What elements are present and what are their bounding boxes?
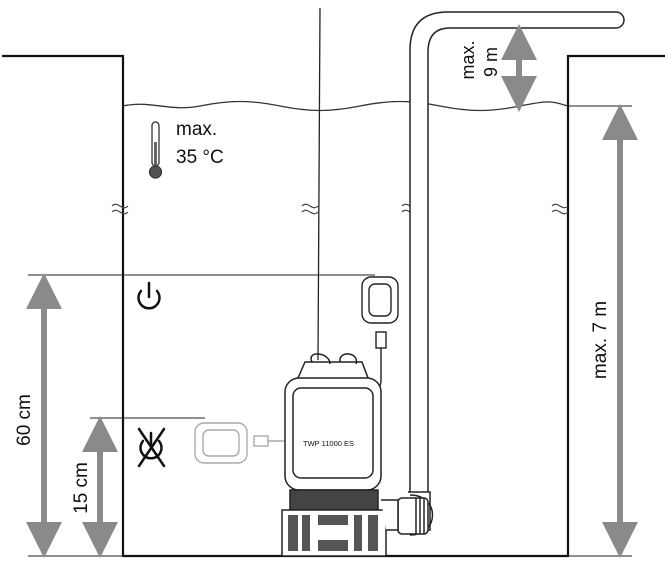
temperature-label-line1: max. [176, 119, 217, 140]
outlet-height-label-line2: 9 m [481, 47, 501, 77]
power-on-icon [137, 281, 161, 310]
switch-off-level-label: 15 cm [71, 462, 92, 514]
discharge-pipe [397, 11, 625, 536]
switch-on-level-label: 60 cm [14, 394, 35, 446]
hanging-cord [317, 7, 321, 361]
pump-body [281, 353, 399, 557]
thermometer-icon [148, 121, 163, 179]
outlet-height-label-line1: max. [458, 40, 478, 79]
break-marks [111, 203, 569, 215]
float-switch-off [194, 422, 290, 464]
temperature-label-line2: 35 °C [176, 147, 224, 168]
power-off-crossed-icon [137, 427, 166, 468]
immersion-depth-label: max. 7 m [590, 301, 611, 379]
dimension-arrows [26, 24, 638, 558]
pump-model-label: TWP 11000 ES [303, 439, 354, 448]
water-surface [122, 100, 569, 112]
